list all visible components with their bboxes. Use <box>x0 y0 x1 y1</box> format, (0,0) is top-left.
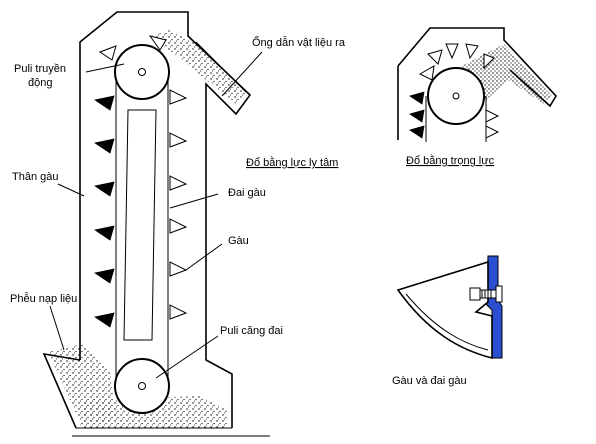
belt-label: Đai gàu <box>228 187 266 199</box>
bucket <box>93 268 115 284</box>
right-buckets <box>169 89 188 320</box>
bucket <box>169 218 188 234</box>
tension-pulley <box>114 358 170 414</box>
bucket <box>169 261 188 277</box>
discharge-material <box>150 30 246 104</box>
bucket <box>93 181 115 197</box>
bucket-belt-detail <box>396 255 503 360</box>
top-buckets <box>98 35 167 61</box>
bucket <box>93 225 115 241</box>
bucket <box>169 89 188 105</box>
bucket <box>93 138 115 154</box>
bucket <box>169 175 188 191</box>
outlet-chute-label: Ống dẫn vật liệu ra <box>252 35 346 49</box>
left-buckets <box>93 95 115 328</box>
tension-pulley-label: Puli căng đai <box>220 325 283 337</box>
body-label: Thân gàu <box>12 171 58 183</box>
bucket-shell <box>396 260 493 360</box>
bucket-and-belt-label: Gàu và đai gàu <box>392 375 467 387</box>
bucket <box>169 304 188 320</box>
drive-pulley-label: Puli truyền <box>14 63 66 75</box>
centrifugal-discharge-label: Đổ bằng lực ly tâm <box>246 156 338 169</box>
boot-material <box>80 396 228 428</box>
bucket <box>93 312 115 328</box>
feed-hopper-label: Phễu nạp liệu <box>10 292 77 305</box>
belt <box>115 71 169 387</box>
bucket <box>93 95 115 111</box>
drive-pulley-label-2: động <box>28 77 52 89</box>
bucket <box>169 132 188 148</box>
gravity-discharge-label: Đổ bằng trọng lực <box>406 154 495 167</box>
bucket-label: Gàu <box>228 235 249 247</box>
drive-pulley <box>114 44 170 100</box>
belt-section <box>485 255 503 359</box>
gravity-discharge-detail <box>397 27 557 142</box>
